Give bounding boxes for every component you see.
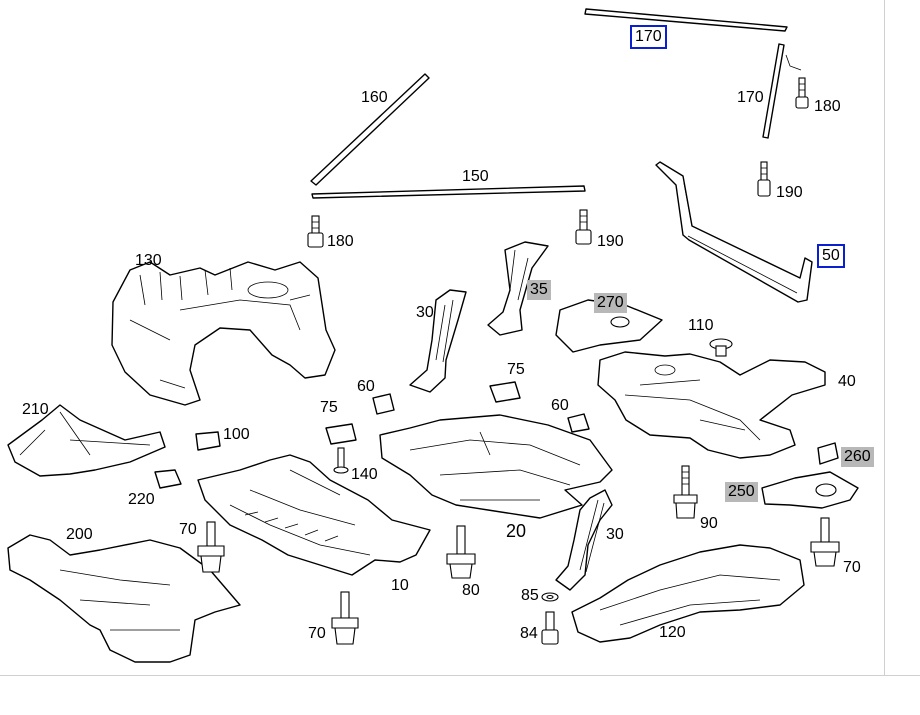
part-210-panel[interactable] xyxy=(7,404,166,477)
callout-90[interactable]: 90 xyxy=(700,515,718,532)
callout-20[interactable]: 20 xyxy=(506,521,527,541)
callout-110[interactable]: 110 xyxy=(688,317,714,334)
callout-70-right[interactable]: 70 xyxy=(843,559,861,576)
part-100-block[interactable] xyxy=(195,431,221,451)
callout-260-shaded[interactable]: 260 xyxy=(841,447,874,467)
part-35-air-duct[interactable] xyxy=(487,241,549,336)
part-160-rod[interactable] xyxy=(310,73,430,186)
callout-170-rod[interactable]: 170 xyxy=(737,89,764,106)
part-200-panel[interactable] xyxy=(7,534,241,663)
callout-70-left[interactable]: 70 xyxy=(179,521,197,538)
part-130-shield[interactable] xyxy=(111,261,336,406)
part-85-washer[interactable] xyxy=(541,592,559,602)
part-30-duct-lower[interactable] xyxy=(555,489,613,591)
part-150-rod[interactable] xyxy=(311,185,586,199)
part-20-center-panel[interactable] xyxy=(379,414,613,519)
callout-35-shaded[interactable]: 35 xyxy=(527,280,551,300)
part-180-bolt-left[interactable] xyxy=(307,215,324,248)
part-120-panel[interactable] xyxy=(571,544,805,643)
callout-80[interactable]: 80 xyxy=(462,582,480,599)
callout-160[interactable]: 160 xyxy=(361,89,388,106)
part-190-bolt-mid[interactable] xyxy=(575,209,592,245)
part-260-clip[interactable] xyxy=(817,442,839,465)
callout-180-right[interactable]: 180 xyxy=(814,98,841,115)
callout-140[interactable]: 140 xyxy=(351,466,378,483)
part-70-bolt-left[interactable] xyxy=(197,521,225,573)
callout-210[interactable]: 210 xyxy=(22,401,49,418)
callout-250-shaded[interactable]: 250 xyxy=(725,482,758,502)
part-60-nut-upper[interactable] xyxy=(372,393,395,415)
callout-60-lower[interactable]: 60 xyxy=(551,397,569,414)
part-170-rod-vertical[interactable] xyxy=(762,43,802,139)
callout-120[interactable]: 120 xyxy=(659,624,686,641)
callout-70-bottom[interactable]: 70 xyxy=(308,625,326,642)
callout-85[interactable]: 85 xyxy=(521,587,539,604)
part-90-bolt[interactable] xyxy=(673,465,698,519)
part-110-bolt[interactable] xyxy=(709,338,733,357)
callout-75-upper[interactable]: 75 xyxy=(507,361,525,378)
callout-50-highlighted[interactable]: 50 xyxy=(817,244,845,268)
callout-190-right[interactable]: 190 xyxy=(776,184,803,201)
callout-10[interactable]: 10 xyxy=(391,577,409,594)
part-270-cover[interactable] xyxy=(555,299,663,353)
part-50-bracket[interactable] xyxy=(655,161,813,303)
callout-84[interactable]: 84 xyxy=(520,625,538,642)
callout-40[interactable]: 40 xyxy=(838,373,856,390)
part-220-plate[interactable] xyxy=(154,469,182,489)
part-40-underbody-panel[interactable] xyxy=(597,351,826,459)
part-170-rod-horizontal[interactable] xyxy=(584,8,788,32)
callout-170-highlighted[interactable]: 170 xyxy=(630,25,667,49)
callout-270-shaded[interactable]: 270 xyxy=(594,293,627,313)
frame-line-bottom xyxy=(0,675,920,676)
part-30-duct-upper[interactable] xyxy=(409,289,467,393)
part-250-cover[interactable] xyxy=(761,471,859,509)
part-190-bolt-right[interactable] xyxy=(757,161,771,197)
part-60-nut-lower[interactable] xyxy=(567,413,590,433)
callout-150[interactable]: 150 xyxy=(462,168,489,185)
part-70-bolt-bottom[interactable] xyxy=(331,591,359,645)
part-10-underbody-main[interactable] xyxy=(197,454,431,576)
callout-60-upper[interactable]: 60 xyxy=(357,378,375,395)
part-75-clip-upper[interactable] xyxy=(489,381,521,403)
part-84-bolt[interactable] xyxy=(541,611,559,645)
part-70-bolt-right[interactable] xyxy=(810,517,840,567)
callout-180-left[interactable]: 180 xyxy=(327,233,354,250)
callout-75-lower[interactable]: 75 xyxy=(320,399,338,416)
callout-100[interactable]: 100 xyxy=(223,426,250,443)
callout-30-upper[interactable]: 30 xyxy=(416,304,434,321)
part-140-screw[interactable] xyxy=(333,447,349,474)
callout-220[interactable]: 220 xyxy=(128,491,155,508)
part-75-clip-lower[interactable] xyxy=(325,423,357,445)
part-180-bolt-right[interactable] xyxy=(795,77,809,109)
callout-200[interactable]: 200 xyxy=(66,526,93,543)
callout-30-lower[interactable]: 30 xyxy=(606,526,624,543)
callout-130[interactable]: 130 xyxy=(135,252,162,269)
frame-line-right xyxy=(884,0,885,675)
part-80-bolt[interactable] xyxy=(446,525,476,579)
callout-190-mid[interactable]: 190 xyxy=(597,233,624,250)
